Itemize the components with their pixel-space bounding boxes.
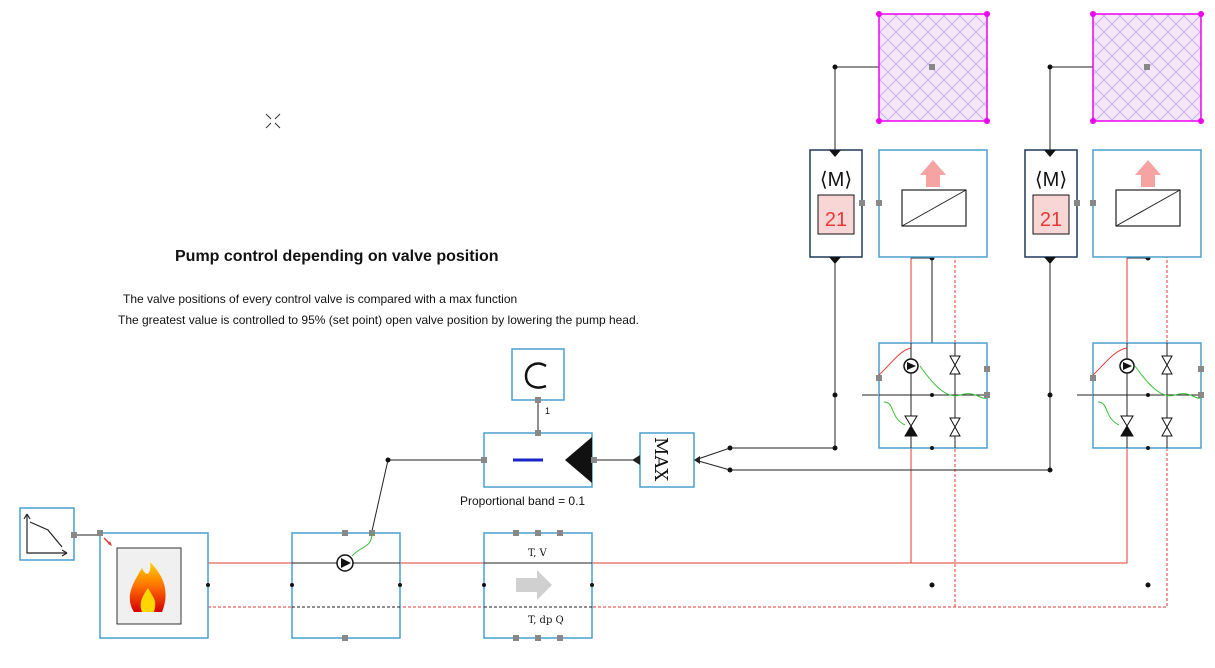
crosshair-icon[interactable] bbox=[265, 113, 281, 129]
pump-icon bbox=[336, 554, 354, 572]
pipe-sensor-bottom-label: T, dp Q bbox=[528, 615, 564, 626]
actuator-value-1: 21 bbox=[825, 209, 847, 231]
setpoint-icon bbox=[524, 362, 547, 389]
pipe-sensor-block[interactable]: T, V T, dp Q bbox=[482, 530, 594, 641]
room-2[interactable] bbox=[1090, 11, 1204, 124]
pump-icon bbox=[903, 358, 919, 374]
mixing-valve-icon bbox=[904, 355, 961, 437]
pump-block[interactable] bbox=[290, 530, 402, 641]
radiator-1[interactable] bbox=[876, 149, 988, 258]
setpoint-port-label: 1 bbox=[545, 406, 550, 416]
room-1[interactable] bbox=[876, 11, 990, 124]
actuator-icon bbox=[1032, 194, 1070, 235]
actuator-1[interactable]: ⟨M⟩ 21 bbox=[809, 149, 865, 264]
mixing-block-2[interactable] bbox=[1090, 342, 1204, 450]
boiler-block[interactable] bbox=[97, 530, 210, 639]
heating-curve-block[interactable] bbox=[19, 507, 77, 561]
actuator-icon bbox=[817, 194, 855, 235]
pipe-sensor-top-label: T, V bbox=[528, 548, 548, 559]
controller-icon bbox=[565, 437, 592, 483]
actuator-value-2: 21 bbox=[1040, 209, 1062, 231]
max-label: MAX bbox=[650, 437, 671, 481]
mixing-valve-icon bbox=[1120, 355, 1173, 437]
mixing-block-1[interactable] bbox=[876, 342, 990, 450]
radiator-2[interactable] bbox=[1090, 149, 1202, 258]
setpoint-block[interactable]: 1 bbox=[511, 348, 565, 416]
description-line-2: The greatest value is controlled to 95% … bbox=[118, 313, 639, 327]
controller-block[interactable] bbox=[481, 430, 597, 488]
motor-symbol-1: ⟨M⟩ bbox=[820, 169, 852, 191]
proportional-band-note: Proportional band = 0.1 bbox=[460, 494, 586, 508]
supply-pipe bbox=[208, 235, 1128, 564]
actuator-2[interactable]: ⟨M⟩ 21 bbox=[1024, 149, 1080, 264]
motor-symbol-2: ⟨M⟩ bbox=[1035, 169, 1067, 191]
boiler-flame-icon bbox=[129, 562, 166, 612]
junction-dots bbox=[385, 64, 1151, 588]
diagram-title: Pump control depending on valve position bbox=[175, 248, 499, 265]
max-block[interactable]: MAX bbox=[632, 432, 700, 488]
pipe-sensor-icon bbox=[516, 570, 552, 600]
description-line-1: The valve positions of every control val… bbox=[123, 292, 518, 306]
heating-curve-icon bbox=[23, 513, 68, 557]
pump-icon bbox=[1119, 358, 1135, 374]
